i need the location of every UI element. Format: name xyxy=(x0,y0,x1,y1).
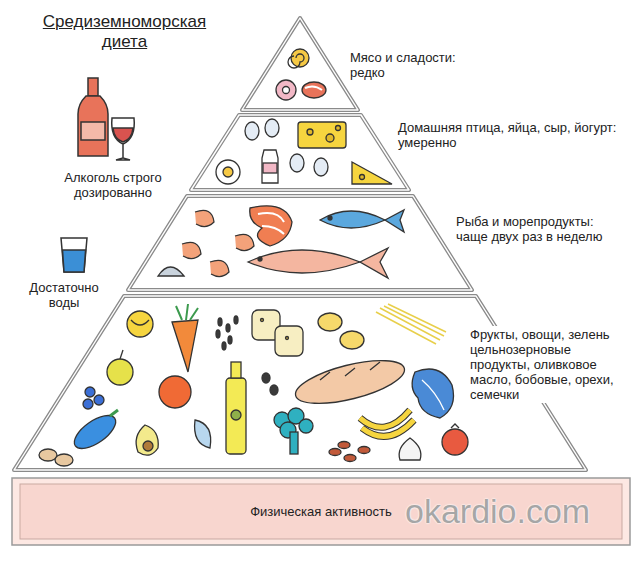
side-note: Достаточно воды xyxy=(18,280,110,310)
watermark: okardio.com xyxy=(405,492,590,530)
diagram-title: Средиземноморская диета xyxy=(22,12,227,52)
tier-label: Рыба и морепродукты: чаще двух раз в нед… xyxy=(456,214,628,244)
side-note: Алкоголь строго дозированно xyxy=(38,170,188,200)
tier-label: Домашняя птица, яйца, сыр, йогурт: умере… xyxy=(398,120,626,150)
band-text: Физическая активность xyxy=(250,504,392,519)
tier-label: Мясо и сладости: редко xyxy=(350,50,485,80)
tier-label: Фрукты, овощи, зелень цельнозерновые про… xyxy=(468,326,636,403)
